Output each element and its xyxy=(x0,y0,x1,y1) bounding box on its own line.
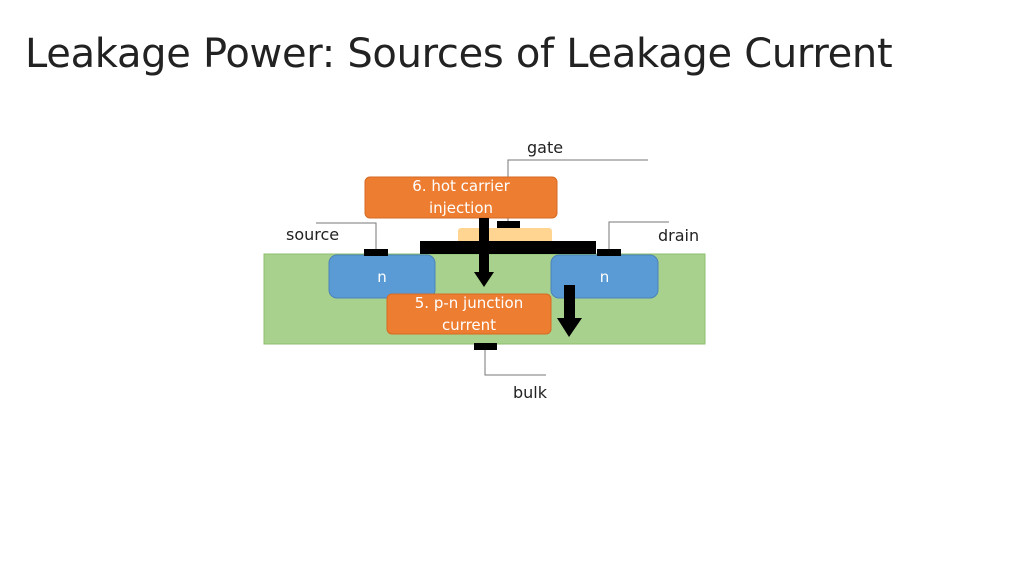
drain-contact xyxy=(597,249,621,256)
source-n-label: n xyxy=(377,268,387,286)
bulk-contact xyxy=(474,343,497,350)
drain-n-label: n xyxy=(599,268,610,286)
hot-carrier-line1: 6. hot carrier xyxy=(412,177,510,195)
gate-electrode xyxy=(420,241,596,254)
slide-title: Leakage Power: Sources of Leakage Curren… xyxy=(25,31,893,77)
source-contact xyxy=(364,249,388,256)
hot-carrier-arrow-head xyxy=(474,272,494,287)
bulk-label: bulk xyxy=(513,383,548,402)
source-label: source xyxy=(286,225,340,244)
pn-junction-line1: 5. p-n junction xyxy=(414,294,524,312)
pn-junction-callout: 5. p-n junction current xyxy=(387,292,551,336)
gate-contact xyxy=(497,221,520,228)
hot-carrier-callout-box xyxy=(364,176,558,219)
gate-label: gate xyxy=(527,138,564,157)
drain-lead xyxy=(608,221,669,249)
source-lead xyxy=(316,222,377,249)
hot-carrier-callout: 6. hot carrier injection xyxy=(365,175,557,219)
pn-junction-callout-box xyxy=(386,293,552,335)
pn-junction-line2: current xyxy=(441,316,497,334)
pn-junction-arrow-head xyxy=(557,318,582,337)
drain-label: drain xyxy=(658,226,700,245)
bulk-lead xyxy=(484,350,546,376)
hot-carrier-line2: injection xyxy=(428,199,494,217)
pn-junction-arrow-shaft xyxy=(564,285,575,321)
